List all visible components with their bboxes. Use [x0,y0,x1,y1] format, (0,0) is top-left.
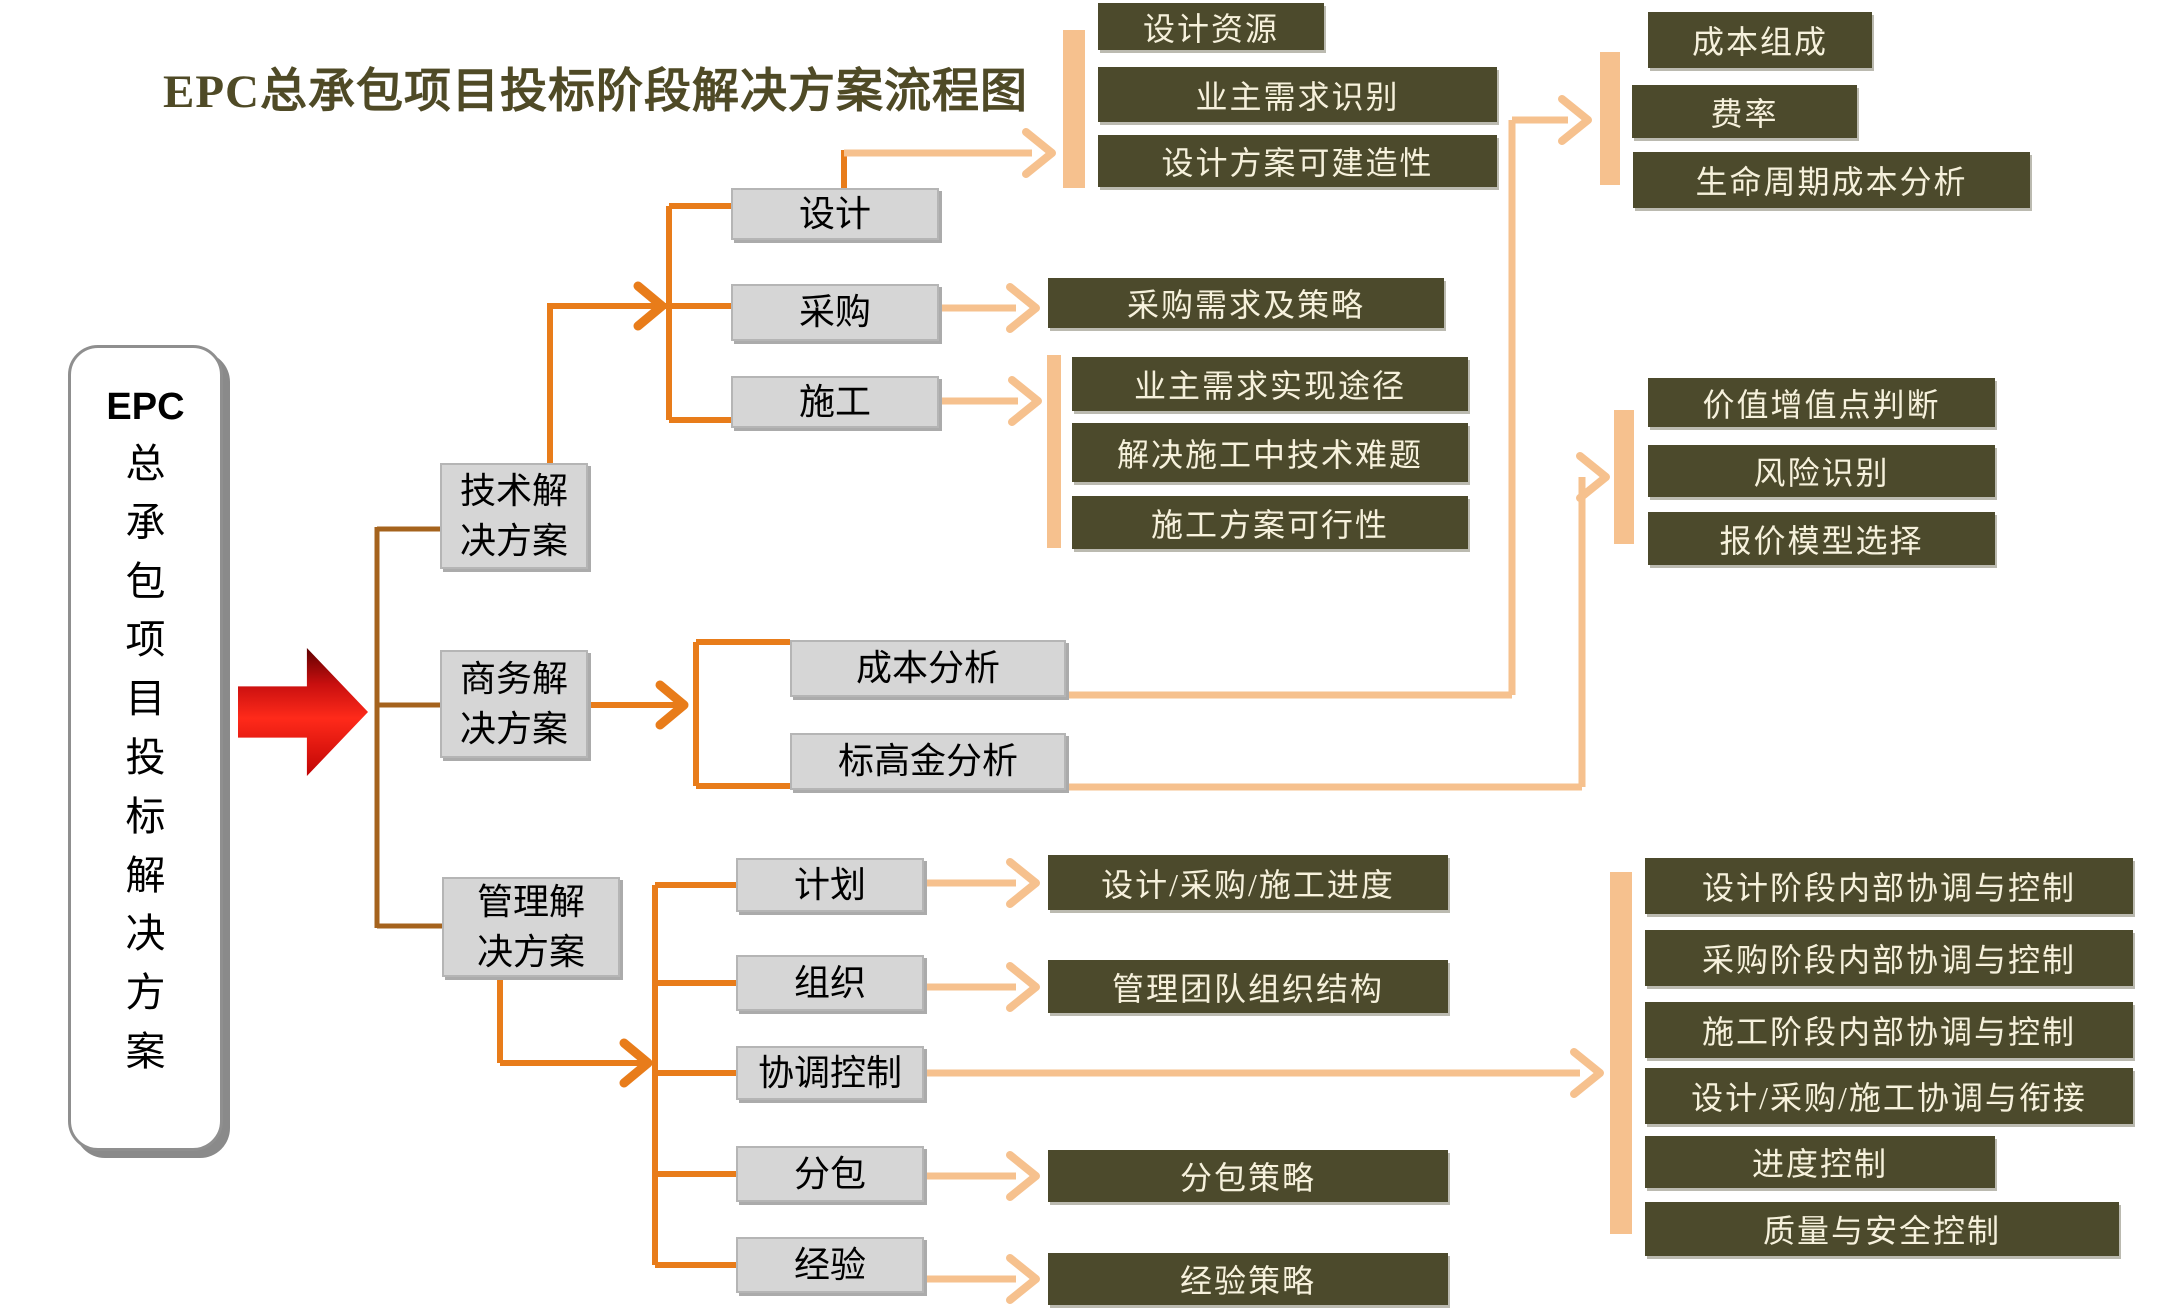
output-epc-progress: 设计/采购/施工进度 [1048,855,1448,910]
output-design-resources: 设计资源 [1098,3,1324,50]
output-owner-need-id: 业主需求识别 [1098,67,1497,122]
output-coord-interface: 设计/采购/施工协调与衔接 [1645,1068,2133,1124]
node-markup-analysis: 标高金分析 [790,733,1066,790]
root-vertical-text: 总 承 包 项 目 投 标 解 决 方 案 [125,441,166,1074]
group-bar-coordination [1610,872,1632,1234]
output-owner-need-path: 业主需求实现途径 [1072,357,1468,411]
node-subcontract: 分包 [736,1146,924,1202]
output-rate: 费率 [1632,85,1857,138]
light-arrowheads [1006,95,1610,1304]
commerce-branch-connectors [588,639,790,789]
group-bar-cost-structure [1600,52,1620,185]
node-procurement: 采购 [731,284,939,341]
node-commerce-solution: 商务解决方案 [440,650,588,758]
output-constructability: 设计方案可建造性 [1098,135,1497,187]
output-quality-safety: 质量与安全控制 [1645,1202,2119,1256]
node-plan: 计划 [736,858,924,912]
output-lifecycle-cost: 生命周期成本分析 [1633,152,2030,208]
node-coordination: 协调控制 [736,1046,924,1100]
output-coord-design: 设计阶段内部协调与控制 [1645,858,2133,914]
node-tech-solution: 技术解决方案 [440,463,588,569]
output-value-judgement: 价值增值点判断 [1648,378,1995,427]
node-experience: 经验 [736,1237,924,1293]
group-bar-construction-outputs [1047,355,1061,548]
epc-label: EPC [106,386,185,428]
output-team-structure: 管理团队组织结构 [1048,960,1448,1013]
orange-arrowheads [619,281,689,1088]
output-constr-feasibility: 施工方案可行性 [1072,496,1468,549]
output-sub-strategy: 分包策略 [1048,1150,1448,1202]
node-epc-root: EPC 总 承 包 项 目 投 标 解 决 方 案 [68,345,223,1151]
node-construction: 施工 [731,376,939,428]
output-progress-control: 进度控制 [1645,1136,1995,1188]
root-trunk-connectors [374,526,444,929]
node-cost-analysis: 成本分析 [790,640,1066,697]
output-risk-id: 风险识别 [1648,445,1995,497]
output-procurement-strategy: 采购需求及策略 [1048,278,1444,328]
node-org: 组织 [736,955,924,1011]
node-mgmt-solution: 管理解决方案 [442,877,620,977]
page-title: EPC总承包项目投标阶段解决方案流程图 [163,66,1028,118]
output-exp-strategy: 经验策略 [1048,1253,1448,1305]
group-bar-design-outputs [1063,30,1085,188]
node-design: 设计 [731,188,939,240]
group-bar-pricing [1614,410,1634,544]
output-cost-composition: 成本组成 [1648,12,1872,68]
output-connectors [844,116,1586,1283]
output-tech-difficulty: 解决施工中技术难题 [1072,423,1468,482]
output-coord-procure: 采购阶段内部协调与控制 [1645,930,2133,986]
output-quote-model: 报价模型选择 [1648,512,1995,565]
output-coord-construct: 施工阶段内部协调与控制 [1645,1002,2133,1058]
mgmt-branch-connectors [497,882,736,1268]
